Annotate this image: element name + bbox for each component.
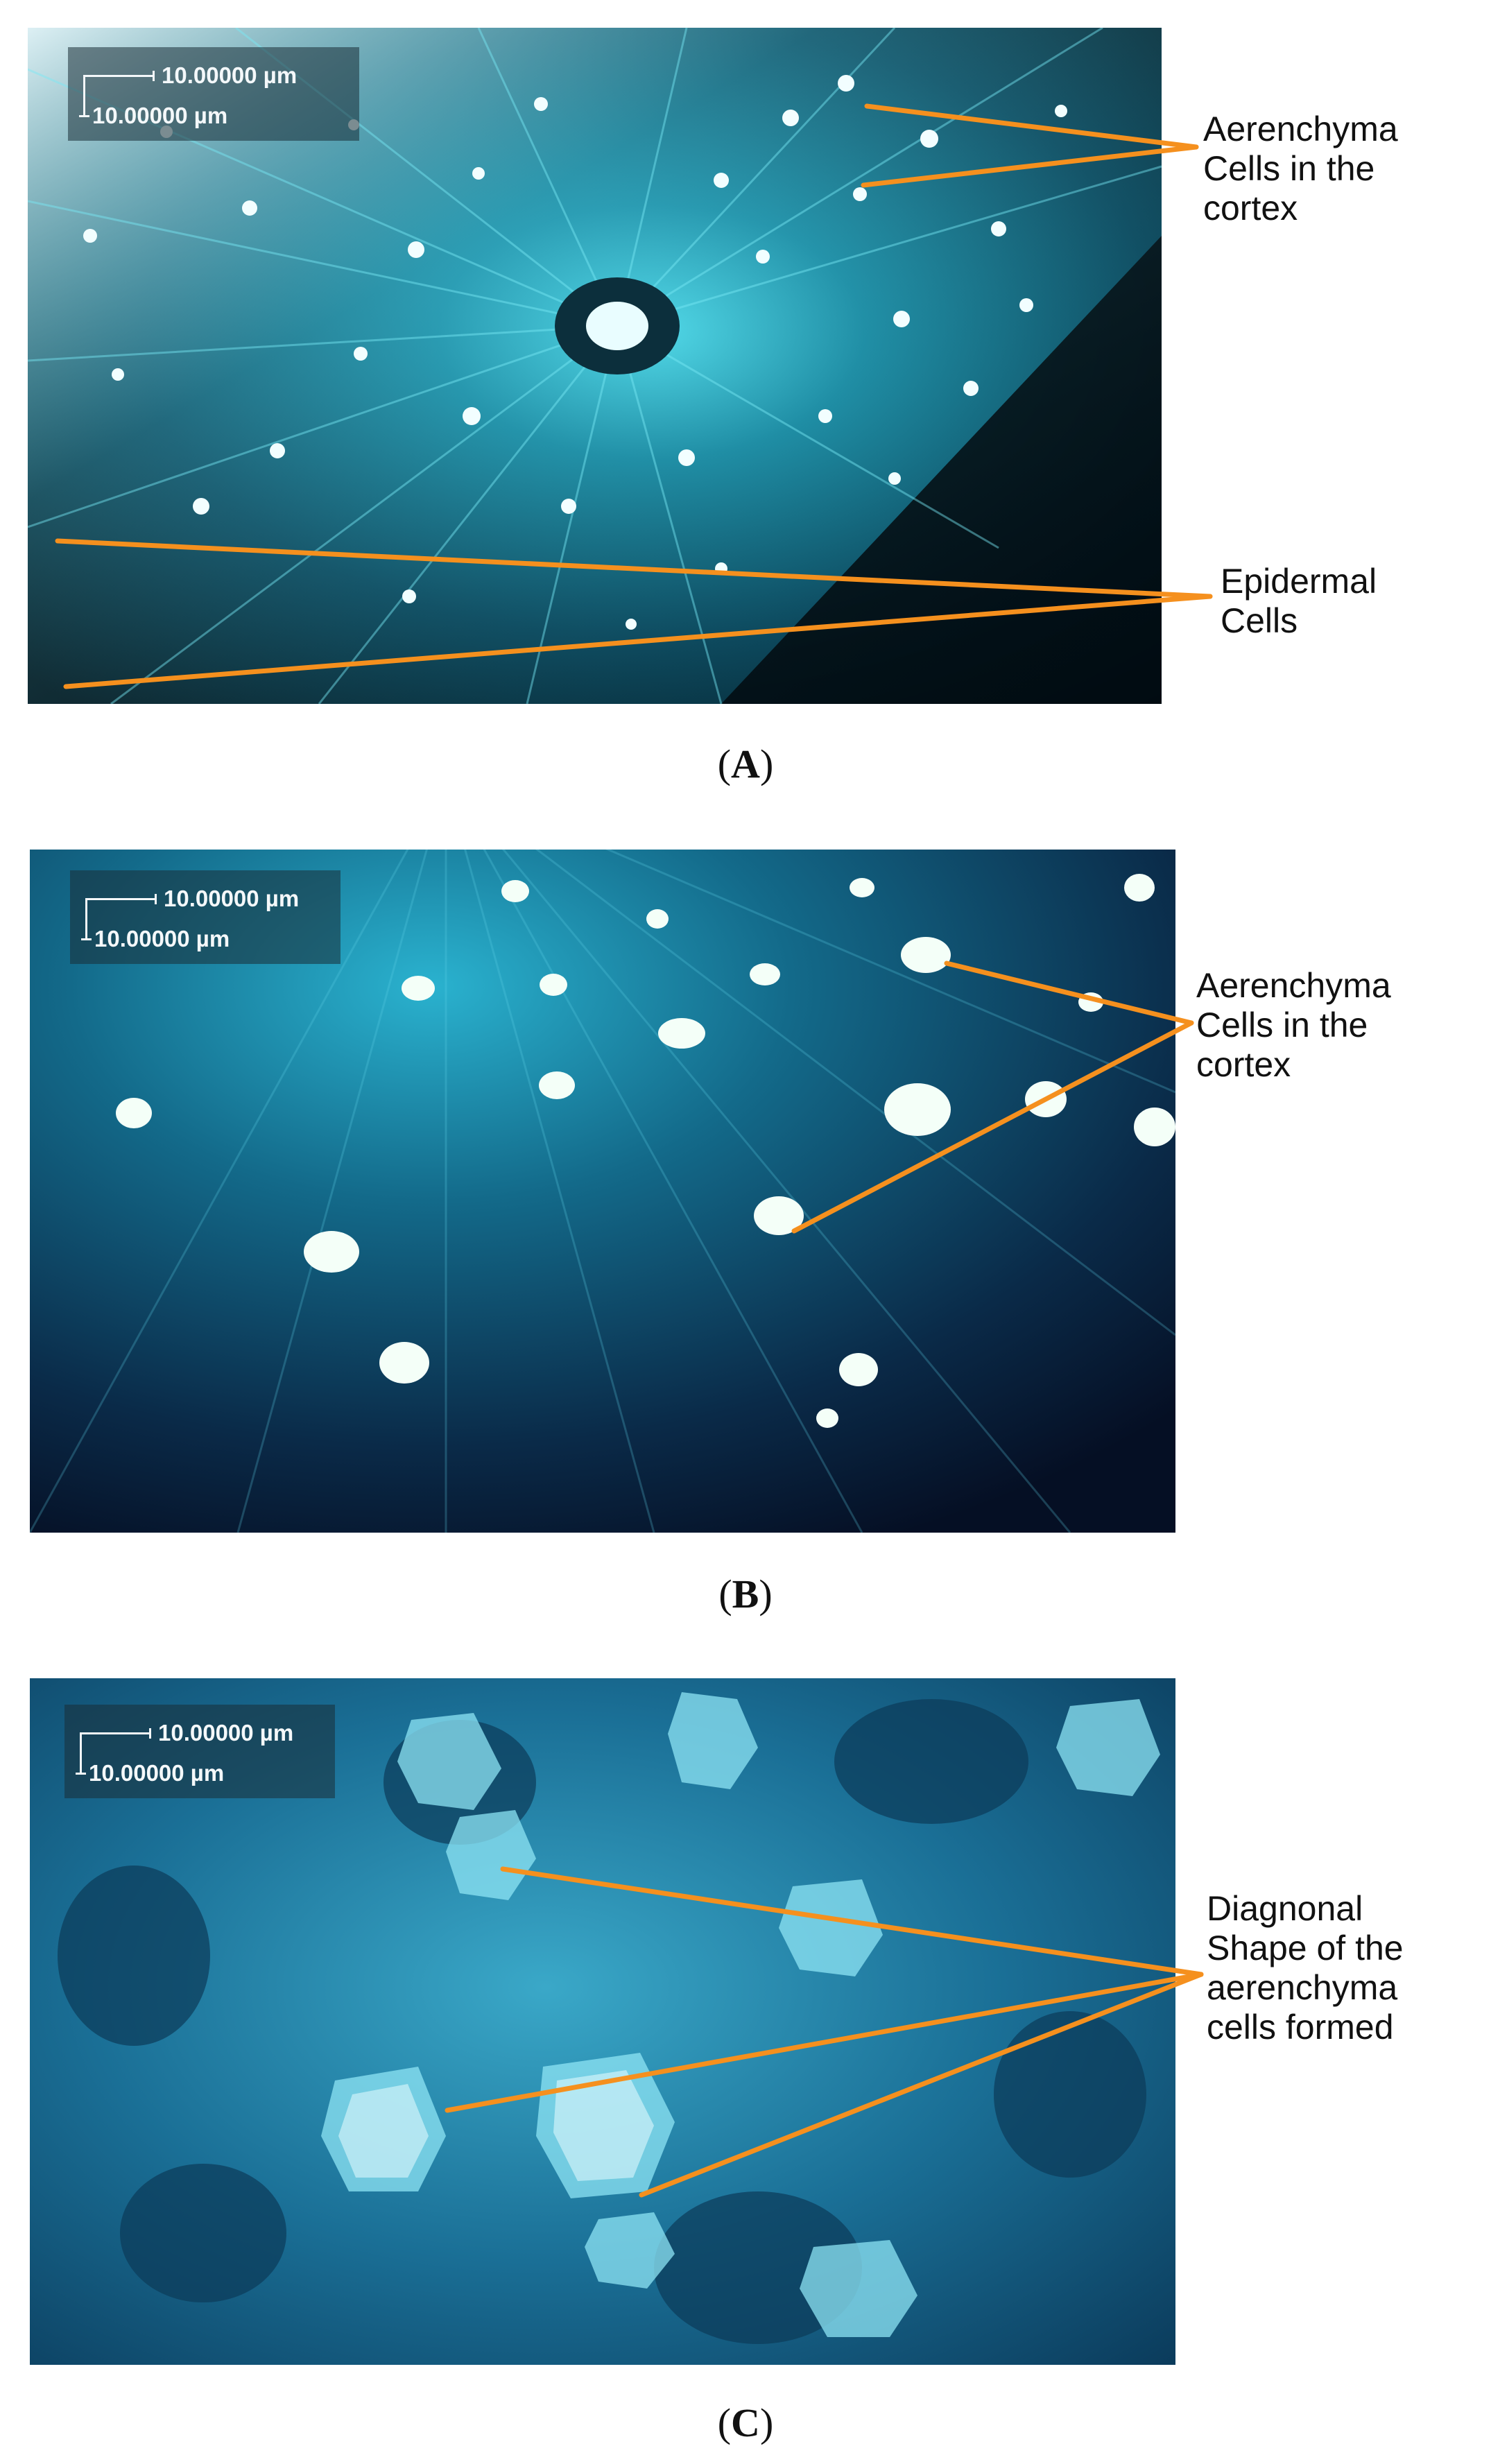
annotation-line: Cells xyxy=(1221,601,1298,640)
micrograph-a: 10.00000 µm 10.00000 µm xyxy=(28,28,1162,704)
scale-bar-horizontal xyxy=(85,894,157,904)
scale-bar: 10.00000 µm 10.00000 µm xyxy=(64,1705,335,1798)
scale-bar: 10.00000 µm 10.00000 µm xyxy=(68,47,359,141)
annotation-line: Aerenchyma xyxy=(1196,966,1391,1005)
annotation-aerenchyma-a: Aerenchyma Cells in the cortex xyxy=(1203,110,1398,228)
annotation-line: Cells in the xyxy=(1196,1006,1368,1044)
panel-label-c: (C) xyxy=(717,2400,774,2445)
annotation-line: Epidermal xyxy=(1221,562,1377,601)
panel-label-b: (B) xyxy=(718,1571,773,1617)
scale-bar-horizontal xyxy=(80,1728,151,1739)
scale-bar-vertical xyxy=(81,898,92,940)
annotation-line: cells formed xyxy=(1207,2008,1394,2047)
annotation-line: Diagnonal xyxy=(1207,1889,1363,1928)
panel-label-a: (A) xyxy=(717,741,774,786)
scale-label-vertical: 10.00000 µm xyxy=(94,926,230,951)
scale-bar: 10.00000 µm 10.00000 µm xyxy=(70,870,341,964)
scale-label-horizontal: 10.00000 µm xyxy=(158,1720,294,1746)
scale-label-vertical: 10.00000 µm xyxy=(92,103,228,128)
annotation-line: Shape of the xyxy=(1207,1929,1404,1967)
micrograph-c: 10.00000 µm 10.00000 µm xyxy=(30,1678,1175,2365)
scale-label-horizontal: 10.00000 µm xyxy=(164,886,300,911)
scale-bar-vertical xyxy=(79,75,89,117)
annotation-epidermal-a: Epidermal Cells xyxy=(1221,562,1377,641)
annotation-aerenchyma-b: Aerenchyma Cells in the cortex xyxy=(1196,966,1391,1085)
annotation-line: aerenchyma xyxy=(1207,1968,1398,2007)
scale-bar-horizontal xyxy=(83,71,155,81)
scale-label-horizontal: 10.00000 µm xyxy=(162,62,298,88)
annotation-line: cortex xyxy=(1196,1045,1291,1084)
micrograph-b: 10.00000 µm 10.00000 µm xyxy=(30,850,1175,1533)
annotation-line: cortex xyxy=(1203,189,1298,227)
annotation-line: Cells in the xyxy=(1203,149,1375,188)
scale-bar-vertical xyxy=(76,1732,86,1775)
annotation-line: Aerenchyma xyxy=(1203,110,1398,148)
scale-label-vertical: 10.00000 µm xyxy=(89,1760,225,1786)
annotation-diagonal-c: Diagnonal Shape of the aerenchyma cells … xyxy=(1207,1889,1404,2047)
